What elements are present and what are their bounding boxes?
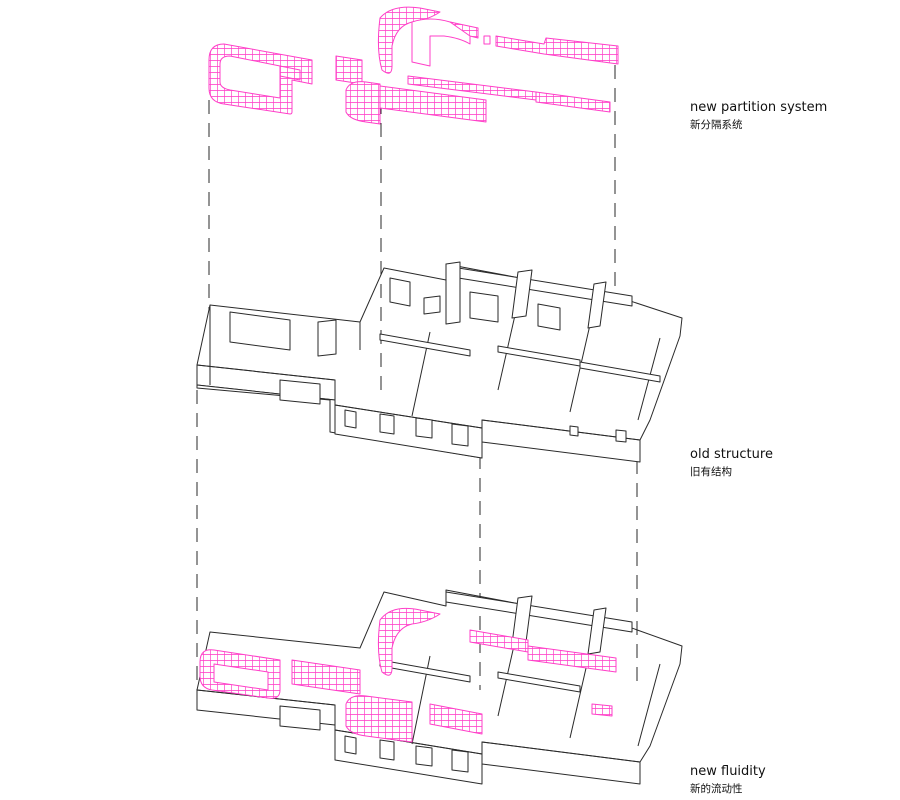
layer-label-partition-system: new partition system 新分隔系统 xyxy=(690,100,827,133)
old-structure-beams xyxy=(317,261,633,357)
projection-lines xyxy=(196,65,638,695)
partition-long-rail xyxy=(379,85,487,123)
layer-title: old structure xyxy=(690,447,773,462)
perimeter-outline xyxy=(196,263,683,441)
old-structure-layer xyxy=(196,261,683,463)
partition-loop-left xyxy=(208,43,313,115)
layer-subtitle: 旧有结构 xyxy=(690,466,732,478)
fluidity-spiral xyxy=(377,607,441,676)
layer-label-old-structure: old structure 旧有结构 xyxy=(690,447,773,480)
fluidity-perimeter xyxy=(196,589,683,763)
partition-rail-lower-right xyxy=(535,91,611,113)
layer-subtitle: 新的流动性 xyxy=(690,783,743,795)
partition-spiral-stair xyxy=(377,6,479,74)
layer-title: new partition system xyxy=(690,100,828,115)
partition-curve-wall xyxy=(345,81,381,125)
layer-title: new fluidity xyxy=(690,764,766,779)
partition-block-small xyxy=(335,55,363,85)
fluidity-partition-curve xyxy=(345,695,413,743)
new-fluidity-layer xyxy=(196,589,683,785)
layer-label-new-fluidity: new fluidity 新的流动性 xyxy=(690,764,766,797)
old-structure-windows xyxy=(229,277,627,447)
partition-rail-upper-right xyxy=(495,35,619,65)
partition-system-layer xyxy=(208,6,619,125)
layer-subtitle: 新分隔系统 xyxy=(690,119,743,131)
